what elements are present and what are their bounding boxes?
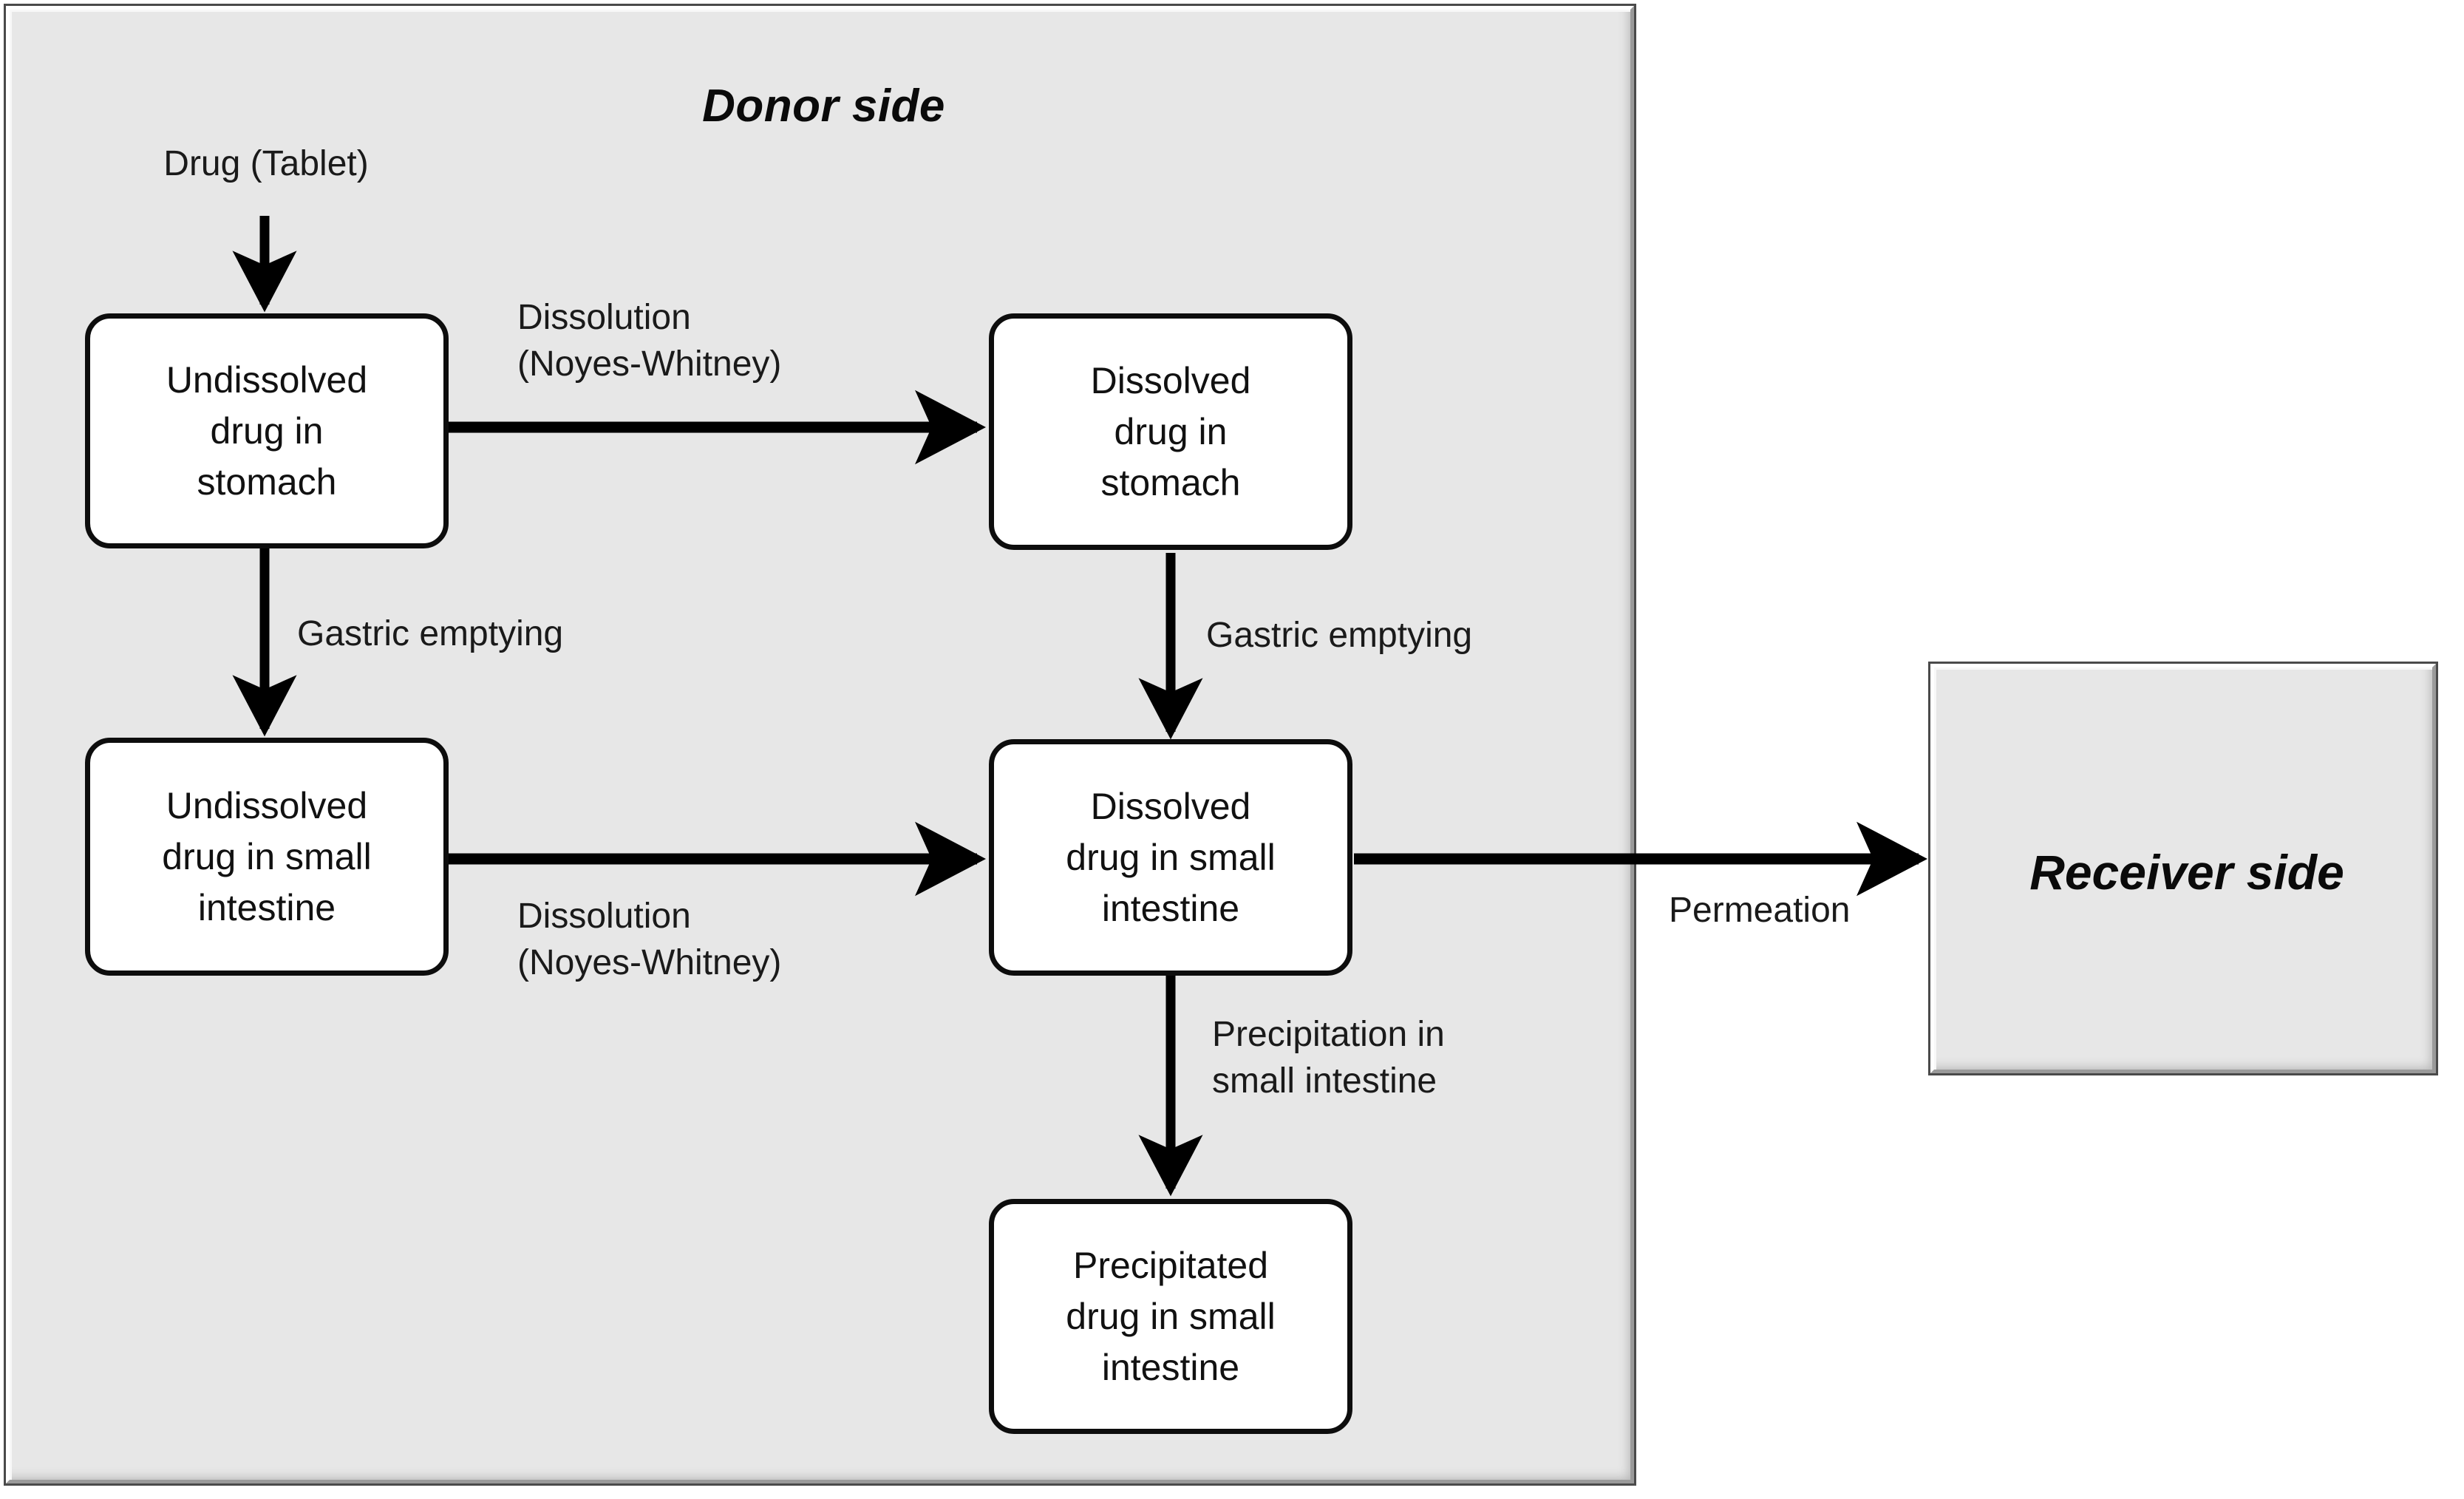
node-dissolved-drug-in-small-intestine[interactable]: Dissolved drug in small intestine — [989, 739, 1352, 976]
edge-label-precipitation: Precipitation in small intestine — [1212, 1015, 1445, 1101]
edge-label-dissolution-stomach: Dissolution (Noyes-Whitney) — [517, 298, 782, 384]
node-undissolved-drug-in-small-intestine[interactable]: Undissolved drug in small intestine — [85, 738, 449, 976]
edge-label-permeation: Permeation — [1669, 891, 1851, 930]
edge-label-dissolution-intestine: Dissolution (Noyes-Whitney) — [517, 897, 782, 983]
node-label: Dissolved drug in small intestine — [1066, 785, 1276, 929]
node-undissolved-drug-in-stomach[interactable]: Undissolved drug in stomach — [85, 313, 449, 548]
node-label: Undissolved drug in stomach — [166, 358, 368, 503]
node-label: Precipitated drug in small intestine — [1066, 1244, 1276, 1388]
edge-label-gastric-emptying-dissolved: Gastric emptying — [1206, 616, 1473, 655]
donor-side-title: Donor side — [702, 81, 945, 132]
node-label: Dissolved drug in stomach — [1090, 359, 1251, 503]
node-precipitated-drug-in-small-intestine[interactable]: Precipitated drug in small intestine — [989, 1199, 1352, 1434]
edge-label-gastric-emptying-undissolved: Gastric emptying — [297, 614, 564, 653]
edge-label-drug-input: Drug (Tablet) — [163, 144, 369, 183]
node-label: Undissolved drug in small intestine — [162, 784, 372, 928]
receiver-side-panel: Receiver side — [1928, 662, 2438, 1075]
receiver-side-title: Receiver side — [2029, 845, 2344, 900]
node-dissolved-drug-in-stomach[interactable]: Dissolved drug in stomach — [989, 313, 1352, 550]
